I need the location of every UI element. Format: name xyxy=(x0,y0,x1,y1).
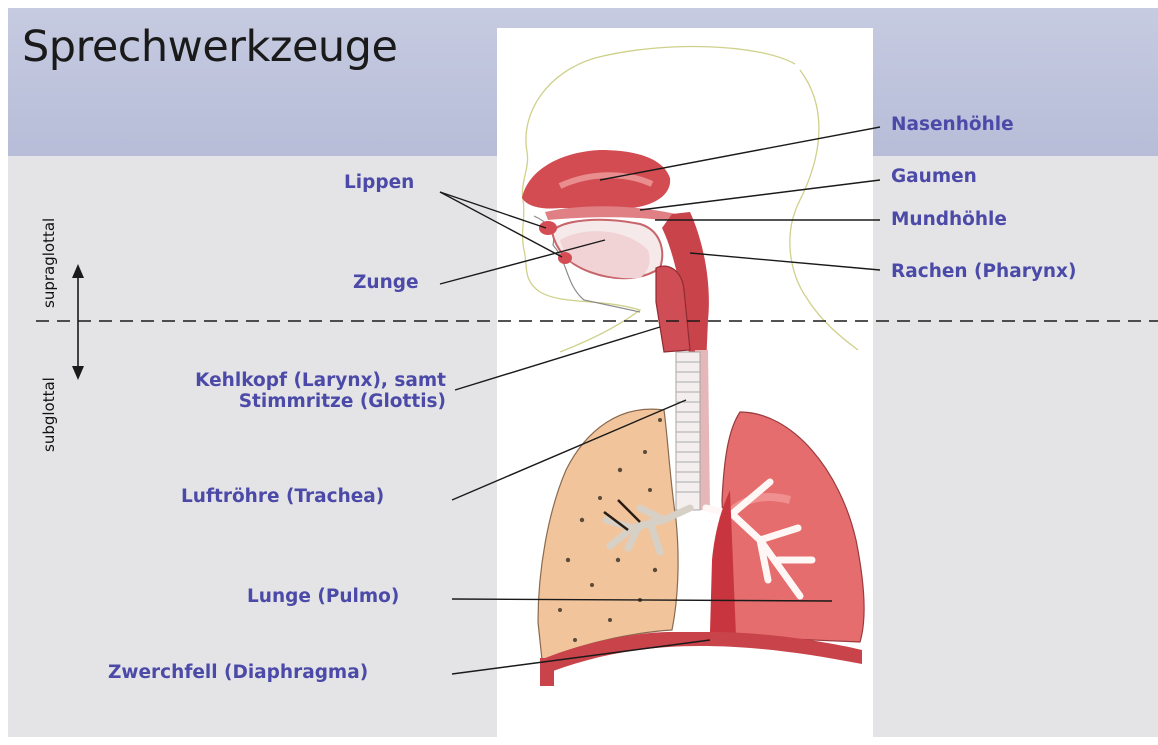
label-nasenhoehle: Nasenhöhle xyxy=(891,114,1014,135)
region-arrow-up-head xyxy=(72,264,84,278)
leader-nasenhoehle xyxy=(600,127,880,180)
label-kehlkopf: Kehlkopf (Larynx), samt Stimmritze (Glot… xyxy=(128,370,446,413)
leader-kehlkopf xyxy=(455,327,660,390)
label-luftroehre: Luftröhre (Trachea) xyxy=(181,486,384,507)
leader-gaumen xyxy=(640,180,880,210)
supraglottal-label: supraglottal xyxy=(40,218,58,308)
label-rachen: Rachen (Pharynx) xyxy=(891,261,1076,282)
label-lunge: Lunge (Pulmo) xyxy=(247,586,399,607)
lower-lip-shape xyxy=(558,252,572,264)
label-mundhoehle: Mundhöhle xyxy=(891,209,1007,230)
label-kehlkopf-line2: Stimmritze (Glottis) xyxy=(128,391,446,412)
subglottal-label: subglottal xyxy=(40,377,58,452)
label-gaumen: Gaumen xyxy=(891,166,977,187)
leader-rachen xyxy=(690,253,880,270)
label-lippen: Lippen xyxy=(344,172,414,193)
trachea-shape xyxy=(676,352,700,510)
label-zwerchfell: Zwerchfell (Diaphragma) xyxy=(108,662,368,683)
region-arrow-down-head xyxy=(72,366,84,380)
label-kehlkopf-line1: Kehlkopf (Larynx), samt xyxy=(128,370,446,391)
label-zunge: Zunge xyxy=(353,272,419,293)
upper-lip-shape xyxy=(539,221,557,235)
